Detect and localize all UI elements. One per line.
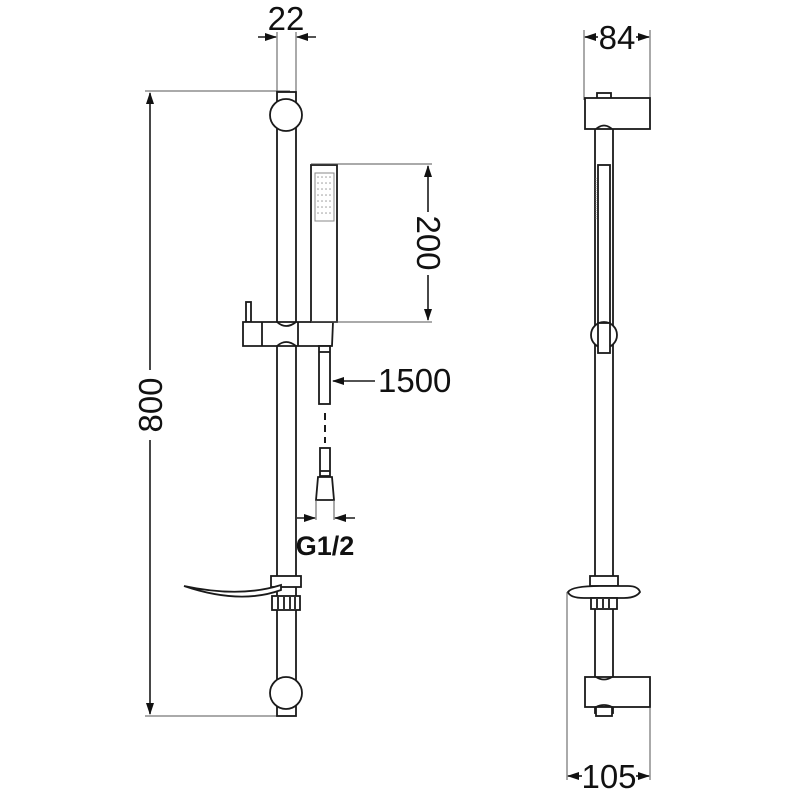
- bracket-depth-top-label: 84: [599, 19, 636, 56]
- rail-height-dimension: 800: [132, 90, 290, 717]
- wall-bracket-top: [269, 98, 303, 132]
- rail: [276, 91, 297, 717]
- side-slider: [590, 321, 618, 354]
- bracket-depth-top-dimension: 84: [583, 19, 651, 100]
- rail-diameter-dimension: 22: [258, 0, 316, 95]
- hose-connection-dimension: G1/2: [296, 500, 355, 561]
- soap-dish: [183, 575, 302, 611]
- slider-holder: [242, 301, 334, 347]
- soap-dish-depth-dimension: 105: [566, 592, 651, 795]
- rail-height-label: 800: [132, 377, 169, 432]
- wall-bracket-bottom: [269, 676, 303, 710]
- rail-diameter-label: 22: [268, 0, 305, 37]
- side-view: 84: [566, 19, 651, 795]
- hand-shower-length-dimension: 200: [311, 163, 447, 323]
- hand-shower-length-label: 200: [410, 215, 447, 270]
- hose-connection-label: G1/2: [296, 531, 355, 561]
- hose-nut: [315, 447, 335, 501]
- soap-dish-depth-label: 105: [581, 758, 636, 795]
- side-soap-dish: [567, 575, 641, 610]
- side-hand-shower: [595, 164, 611, 324]
- hose: 1500: [318, 345, 451, 443]
- side-wall-bracket-top: [584, 92, 651, 130]
- hand-shower: [310, 164, 338, 323]
- side-wall-bracket-bottom: [584, 676, 651, 717]
- front-view: 22 800: [132, 0, 451, 717]
- hose-length-label: 1500: [378, 362, 451, 399]
